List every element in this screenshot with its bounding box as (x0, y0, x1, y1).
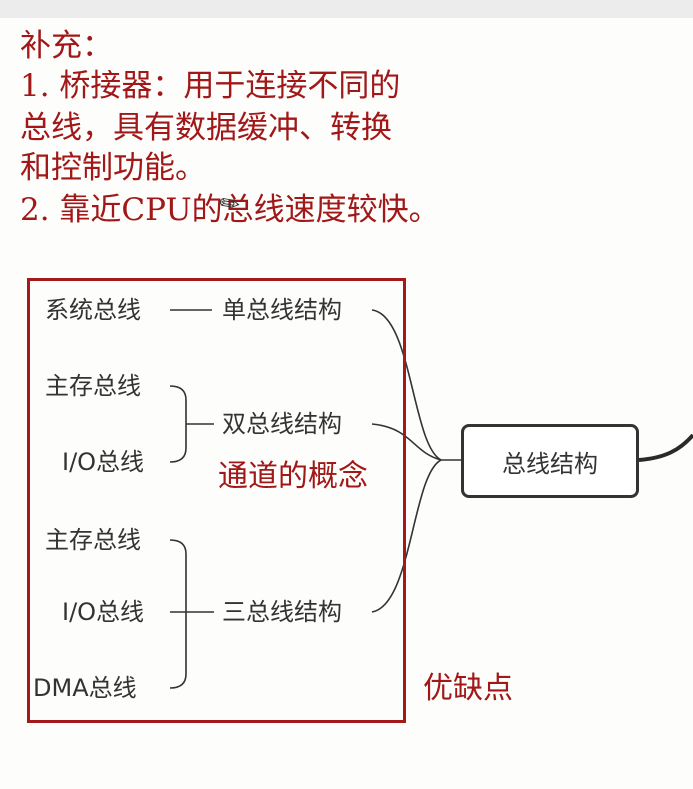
curve-single (371, 309, 442, 461)
curve-dual (371, 423, 442, 461)
note-line-1: 1. 桥接器：用于连接不同的 (20, 68, 401, 104)
annotation-pros-cons: 优缺点 (423, 671, 513, 706)
note-line-4: 2. 靠近CPU的总线速度较快。 (20, 192, 440, 228)
root-node-bus-structure: 总线结构 (461, 424, 639, 498)
curve-triple (371, 459, 442, 613)
item-main-memory-bus-triple: 主存总线 (45, 526, 141, 554)
highlight-box (27, 278, 406, 723)
item-main-memory-bus-dual: 主存总线 (45, 372, 141, 400)
branch-single-bus: 单总线结构 (222, 296, 342, 324)
item-system-bus: 系统总线 (45, 296, 141, 324)
note-line-3: 和控制功能。 (20, 150, 206, 186)
note-heading: 补充： (20, 28, 113, 64)
note-line-2: 总线，具有数据缓冲、转换 (20, 110, 392, 146)
window-top-bar (0, 0, 693, 18)
branch-dual-bus: 双总线结构 (222, 410, 342, 438)
item-io-bus-triple: I/O总线 (62, 598, 145, 626)
branch-triple-bus: 三总线结构 (222, 598, 342, 626)
bracket-triple (169, 539, 187, 689)
annotation-channel-concept: 通道的概念 (218, 459, 368, 494)
root-node-label: 总线结构 (502, 449, 598, 478)
item-io-bus-dual: I/O总线 (62, 448, 145, 476)
item-dma-bus: DMA总线 (33, 674, 137, 702)
connector-offscreen (638, 433, 693, 462)
